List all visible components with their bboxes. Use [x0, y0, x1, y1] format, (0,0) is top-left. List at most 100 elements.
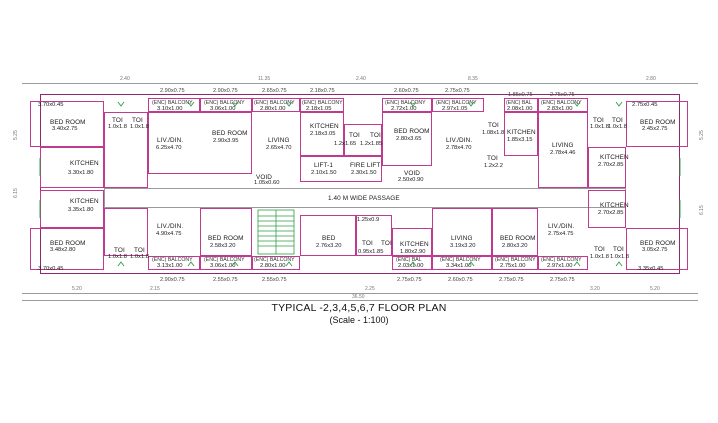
- void-2-dim: 2.50x0.90: [398, 177, 424, 183]
- tl-bedroom-block: [30, 101, 104, 147]
- b-bed-2-room: [300, 215, 356, 256]
- bottom-ext-dim-4: 2.75x0.75: [397, 277, 422, 283]
- t-toi-d-dim: 1.2x2.2: [484, 163, 504, 169]
- b-living-1-name: LIVING: [451, 235, 473, 242]
- bottom-ext-dim-1: 2.90x0.75: [160, 277, 185, 283]
- top-dim-3: 2.40: [356, 76, 366, 82]
- tl-liv-name: LIV./DIN.: [157, 137, 184, 144]
- bl-bedroom-block: [30, 228, 104, 270]
- t-bed-1-room: [148, 112, 252, 174]
- lift-1-dim: 2.10x1.50: [311, 170, 337, 176]
- top-balcony-3-dim: 2.80x1.00: [260, 106, 286, 112]
- top-ext-dim-2: 2.90x0.75: [213, 88, 238, 94]
- bottom-ext-dim-3: 2.55x0.75: [262, 277, 287, 283]
- tl-toi-1-dim: 1.0x1.8: [108, 124, 128, 130]
- top-ext-dim-3: 2.65x0.75: [262, 88, 287, 94]
- void-1-dim: 1.05x0.60: [254, 180, 280, 186]
- br-toi-1-dim: 1.0x1.8: [590, 254, 610, 260]
- t-living-3-room: [538, 112, 588, 188]
- t-toi-a-name: TOI: [349, 132, 360, 139]
- top-balcony-3-name: (ENC) BALCONY: [254, 100, 295, 106]
- tl-bed-name: BED ROOM: [50, 119, 86, 126]
- bottom-dim-3: 2.25: [365, 286, 375, 292]
- t-bed-2-dim: 2.80x3.65: [396, 136, 422, 142]
- t-bed-1-dim: 2.90x3.95: [213, 138, 239, 144]
- bottom-balcony-5-name: (ENC) BALCONY: [440, 257, 481, 263]
- t-toi-a-dim: 1.2x1.65: [334, 141, 357, 147]
- br-kitchen-name: KITCHEN: [600, 202, 629, 209]
- b-toi-b-name: TOI: [381, 240, 392, 247]
- tr-kitchen-name: KITCHEN: [600, 154, 629, 161]
- br-kitchen-dim: 2.70x2.85: [598, 210, 624, 216]
- top-balcony-4: [300, 98, 344, 112]
- b-kitchen-dim: 1.80x2.90: [400, 249, 426, 255]
- void-1-name: VOID: [256, 174, 273, 181]
- top-dim-4: 8.35: [468, 76, 478, 82]
- bottom-dim-5: 5.20: [650, 286, 660, 292]
- lift-1-name: LIFT-1: [314, 162, 334, 169]
- bottom-ext-dim-7: 2.75x0.75: [550, 277, 575, 283]
- top-dimension-line: [22, 83, 698, 84]
- top-balcony-1-name: (ENC) BALCONY: [152, 100, 193, 106]
- bl-bed-name: BED ROOM: [50, 240, 86, 247]
- b-bed-1-room: [200, 208, 252, 256]
- t-toi-b-dim: 1.2x1.85: [360, 141, 383, 147]
- top-balcony-8-dim: 2.83x1.00: [547, 106, 573, 112]
- t-kitchen-2-name: KITCHEN: [507, 129, 536, 136]
- bottom-balcony-7: [538, 256, 588, 270]
- b-toi-room: [356, 215, 392, 256]
- b-liv-2-dim: 2.75x4.75: [548, 231, 574, 237]
- br-bed-bottom-dim: 3.35x0.45: [638, 266, 664, 272]
- b-bed-3-dim: 2.80x3.20: [502, 243, 528, 249]
- top-balcony-5-dim: 2.72x1.00: [391, 106, 417, 112]
- bottom-balcony-4: [392, 256, 432, 270]
- tr-toi-1-name: TOI: [593, 117, 604, 124]
- bottom-ext-dim-6: 2.75x0.75: [499, 277, 524, 283]
- b-bed-1-dim: 2.58x3.20: [210, 243, 236, 249]
- bottom-balcony-5-dim: 3.34x1.00: [446, 263, 472, 269]
- br-bed-name: BED ROOM: [640, 240, 676, 247]
- top-balcony-4-name: (ENC) BALCONY: [302, 100, 343, 106]
- b-liv-2-name: LIV./DIN.: [548, 223, 575, 230]
- lift-2-dim: 2.30x1.50: [351, 170, 377, 176]
- bottom-total-dim: 36.50: [352, 294, 365, 300]
- bottom-dim-4: 3.20: [590, 286, 600, 292]
- t-toi-room: [344, 124, 382, 156]
- tr-toi-2-dim: 1.0x1.8: [608, 124, 628, 130]
- b-toi-b-dim: 0.95x1.85: [358, 249, 384, 255]
- b-kitchen-room: [392, 228, 432, 256]
- tr-toi-1-dim: 1.0x1.8: [590, 124, 610, 130]
- lift-shaft: [300, 156, 382, 182]
- tl-toi-2-name: TOI: [132, 117, 143, 124]
- top-ext-dim-4: 2.18x0.75: [310, 88, 335, 94]
- t-toi-c-dim: 1.08x1.8: [482, 130, 505, 136]
- tl-kitchen-room: [40, 147, 104, 188]
- t-living-1-dim: 2.65x4.70: [266, 145, 292, 151]
- bl-kitchen-dim: 3.35x1.80: [68, 207, 94, 213]
- tl-kitchen-dim: 3.30x1.80: [68, 170, 94, 176]
- tr-bed-top-dim: 2.75x0.45: [632, 102, 658, 108]
- b-living-1-room: [432, 208, 492, 256]
- bottom-balcony-4-dim: 2.03x1.00: [398, 263, 424, 269]
- b-bed-2-dim: 2.76x3.20: [316, 243, 342, 249]
- bottom-balcony-1-dim: 3.13x1.00: [157, 263, 183, 269]
- tr-toi-2-name: TOI: [612, 117, 623, 124]
- top-balcony-5-name: (ENC) BALCONY: [385, 100, 426, 106]
- top-balcony-2-name: (ENC) BALCONY: [204, 100, 245, 106]
- plan-scale: (Scale - 1:100): [329, 315, 389, 325]
- t-kitchen-1-name: KITCHEN: [310, 123, 339, 130]
- top-dim-1: 2.40: [120, 76, 130, 82]
- t-toi-b-name: TOI: [370, 132, 381, 139]
- staircase: [257, 209, 295, 255]
- bottom-ext-dim-2: 2.55x0.75: [213, 277, 238, 283]
- bottom-balcony-3-name: (ENC) BALCONY: [254, 257, 295, 263]
- bottom-balcony-2-name: (ENC) BALCONY: [204, 257, 245, 263]
- top-balcony-7-name: (ENC) BAL: [506, 100, 532, 106]
- bottom-dim-1: 5.20: [72, 286, 82, 292]
- tr-bedroom-block: [626, 101, 688, 147]
- t-bed-1-name: BED ROOM: [212, 130, 248, 137]
- tl-bed-dim: 3.40x2.75: [52, 126, 78, 132]
- bl-kitchen-room: [40, 190, 104, 228]
